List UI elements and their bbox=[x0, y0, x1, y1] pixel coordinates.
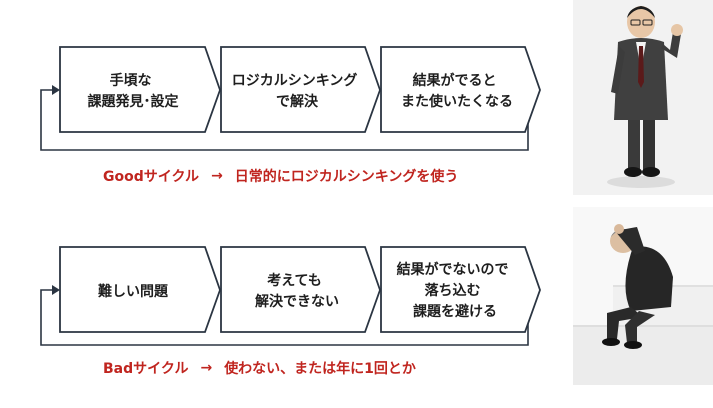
right-arrow-icon: → bbox=[211, 168, 223, 184]
bad-cycle-loop-line bbox=[40, 289, 529, 346]
bad-step-3-box bbox=[380, 246, 541, 333]
bad-step-1-text: 難しい問題 bbox=[98, 283, 169, 300]
good-step-2-text: ロジカルシンキング で解決 bbox=[232, 72, 362, 110]
good-step-3-text: 結果がでると また使いたくなる bbox=[401, 72, 513, 110]
good-step-1-text: 手頃な 課題発見･設定 bbox=[88, 72, 179, 110]
bad-cycle-loop-arrowhead bbox=[52, 285, 60, 295]
bad-cycle-result: 使わない、または年に1回とか bbox=[224, 361, 416, 377]
good-cycle-label: Goodサイクル bbox=[103, 169, 200, 185]
bad-step-3-text: 結果がでないので 落ち込む 課題を避ける bbox=[397, 261, 514, 320]
businessman-raising-fist-photo bbox=[573, 0, 713, 195]
bad-step-1-box bbox=[59, 246, 221, 333]
good-step-1-box bbox=[59, 46, 221, 133]
right-arrow-icon: → bbox=[200, 360, 213, 376]
good-cycle-loop-arrowhead bbox=[52, 85, 60, 95]
businessman-sitting-dejected-on-steps-photo bbox=[573, 207, 713, 385]
good-step-2-box bbox=[220, 46, 381, 133]
bad-cycle-label: Badサイクル bbox=[103, 361, 189, 377]
good-cycle-result: 日常的にロジカルシンキングを使う bbox=[234, 169, 459, 185]
cropped-text-fragment bbox=[270, 399, 470, 408]
good-step-3-box bbox=[380, 46, 541, 133]
bad-step-2-box bbox=[220, 246, 381, 333]
good-cycle-caption: Goodサイクル → 日常的にロジカルシンキングを使う bbox=[103, 166, 523, 186]
good-cycle-loop-line bbox=[40, 89, 529, 151]
bad-step-2-text: 考えても 解決できない bbox=[255, 272, 339, 310]
bad-cycle-caption: Badサイクル → 使わない、または年に1回とか bbox=[103, 358, 523, 378]
